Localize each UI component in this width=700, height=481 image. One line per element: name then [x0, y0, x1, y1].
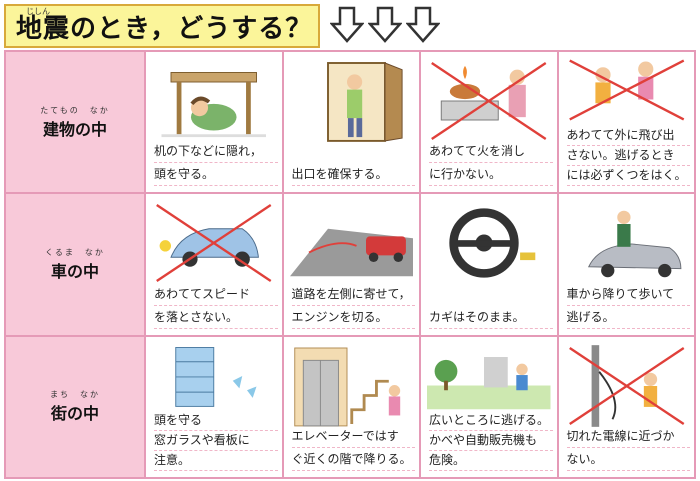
- caption-line: 机の下などに隠れ，: [154, 140, 278, 164]
- advice-cell: エレベーターではす ぐ近くの階で降りる。: [283, 336, 421, 479]
- down-arrow-icon: [330, 6, 364, 44]
- advice-text: 机の下などに隠れ， 頭を守る。: [154, 140, 278, 187]
- advice-text: あわてて火を消し に行かない。: [429, 140, 553, 187]
- page-title: 地震のとき，どうする？: [16, 13, 313, 44]
- caption-line: かべや自動販売機も: [429, 431, 553, 451]
- caption-line: 切れた電線に近づか: [566, 425, 690, 448]
- car-pull-left-icon: [289, 198, 413, 288]
- down-arrow-icon: [368, 6, 402, 44]
- down-arrow-icon: [406, 6, 440, 44]
- caption-line: 道路を左側に寄せて，: [291, 283, 415, 306]
- advice-text: カギはそのまま。: [429, 306, 553, 329]
- row-ruby: まち なか: [50, 390, 100, 400]
- caption-line: さない。逃げるとき: [566, 146, 690, 167]
- row-header-town: まち なか 街の中: [6, 336, 146, 479]
- row-header-building: たてもの なか 建物の中: [6, 52, 146, 195]
- caption-line: 注意。: [154, 451, 278, 471]
- advice-cell: 頭を守る 窓ガラスや看板に 注意。: [146, 336, 284, 479]
- advice-text: 道路を左側に寄せて， エンジンを切る。: [291, 283, 415, 329]
- caption-line: カギはそのまま。: [429, 306, 553, 329]
- advice-cell: 机の下などに隠れ， 頭を守る。: [146, 52, 284, 195]
- advice-cell: あわてて火を消し に行かない。: [421, 52, 559, 195]
- power-line-icon: [565, 341, 689, 431]
- caption-line: エンジンを切る。: [291, 306, 415, 329]
- advice-text: 出口を確保する。: [291, 163, 415, 187]
- caption-line: を落とさない。: [154, 306, 278, 329]
- advice-cell: 車から降りて歩いて 逃げる。: [558, 194, 696, 337]
- advice-text: エレベーターではす ぐ近くの階で降りる。: [291, 425, 415, 471]
- advice-cell: 切れた電線に近づか ない。: [558, 336, 696, 479]
- caption-line: 逃げる。: [566, 306, 690, 329]
- advice-text: あわててスピード を落とさない。: [154, 283, 278, 329]
- caption-line: ない。: [566, 448, 690, 471]
- page-title-box: じしん 地震のとき，どうする？: [4, 4, 320, 48]
- hide-under-desk-icon: [152, 56, 276, 146]
- steering-wheel-key-icon: [427, 198, 551, 288]
- row-ruby: たてもの なか: [40, 105, 110, 115]
- caption-line: 出口を確保する。: [291, 163, 415, 187]
- down-arrows: [330, 6, 440, 44]
- caption-line: 広いところに逃げる。: [429, 411, 553, 431]
- run-outside-icon: [565, 56, 689, 124]
- falling-glass-icon: [152, 341, 276, 411]
- row-label: 車の中: [50, 261, 99, 281]
- walk-from-car-icon: [565, 198, 689, 288]
- caption-line: エレベーターではす: [291, 425, 415, 448]
- advice-text: 車から降りて歩いて 逃げる。: [566, 283, 690, 329]
- caption-line: 危険。: [429, 451, 553, 471]
- caption-line: ぐ近くの階で降りる。: [291, 448, 415, 471]
- advice-cell: あわてて外に飛び出 さない。逃げるとき には必ずくつをはく。: [558, 52, 696, 195]
- title-ruby: じしん: [26, 7, 50, 16]
- advice-text: あわてて外に飛び出 さない。逃げるとき には必ずくつをはく。: [566, 126, 690, 187]
- advice-cell: あわててスピード を落とさない。: [146, 194, 284, 337]
- speeding-car-icon: [152, 198, 276, 288]
- row-ruby: くるま なか: [45, 247, 105, 257]
- row-header-car: くるま なか 車の中: [6, 194, 146, 337]
- open-door-icon: [290, 56, 414, 146]
- caption-line: あわてて外に飛び出: [566, 126, 690, 147]
- stove-fire-icon: [427, 56, 551, 146]
- caption-line: 窓ガラスや看板に: [154, 431, 278, 451]
- advice-cell: カギはそのまま。: [421, 194, 559, 337]
- advice-cell: 道路を左側に寄せて， エンジンを切る。: [283, 194, 421, 337]
- advice-text: 頭を守る 窓ガラスや看板に 注意。: [154, 411, 278, 471]
- caption-line: に行かない。: [429, 163, 553, 187]
- caption-line: 頭を守る: [154, 411, 278, 431]
- caption-line: 車から降りて歩いて: [566, 283, 690, 306]
- advice-cell: 出口を確保する。: [283, 52, 421, 195]
- row-label: 建物の中: [42, 119, 107, 139]
- caption-line: 頭を守る。: [154, 163, 278, 187]
- advice-text: 切れた電線に近づか ない。: [566, 425, 690, 471]
- caption-line: には必ずくつをはく。: [566, 166, 690, 187]
- advice-grid: たてもの なか 建物の中 机の下などに隠れ， 頭を守る。: [4, 50, 696, 479]
- elevator-stairs-icon: [290, 341, 414, 431]
- caption-line: あわててスピード: [154, 283, 278, 306]
- caption-line: あわてて火を消し: [429, 140, 553, 164]
- advice-cell: 広いところに逃げる。 かべや自動販売機も 危険。: [421, 336, 559, 479]
- row-label: 街の中: [50, 404, 99, 424]
- advice-text: 広いところに逃げる。 かべや自動販売機も 危険。: [429, 411, 553, 471]
- open-space-icon: [427, 341, 551, 411]
